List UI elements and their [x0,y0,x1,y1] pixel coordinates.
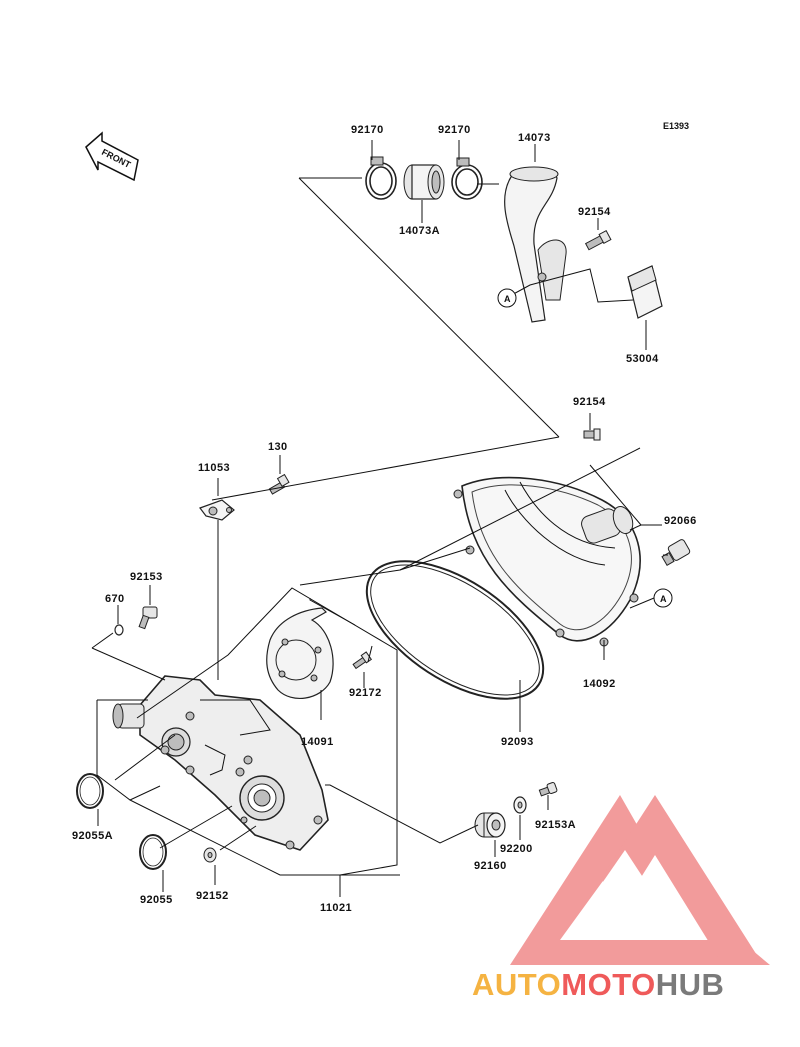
bracket-11053 [199,499,235,521]
callout-a-top: A [504,294,511,304]
callout-92055A: 92055A [72,830,113,842]
outer-cover-14092 [453,476,641,647]
diagram-code: E1393 [663,121,689,131]
watermark-text: AUTOMOTOHUB [472,967,724,1002]
washer-670 [114,624,124,636]
damper-92160 [474,812,506,838]
callout-92154-mid: 92154 [573,396,606,408]
svg-text:AUTOMOTOHUB: AUTOMOTOHUB [472,967,724,1002]
o-ring-92055 [139,834,167,870]
bolt-92154-mid [583,428,601,441]
callout-92055: 92055 [140,894,173,906]
callout-14091: 14091 [301,736,334,748]
callout-92154-top: 92154 [578,206,611,218]
duct-14073 [504,166,567,323]
callout-14092: 14092 [583,678,616,690]
callout-130: 130 [268,441,288,453]
callout-11053: 11053 [198,462,230,474]
callout-670: 670 [105,593,125,605]
gasket-92093 [365,560,545,700]
callout-92170-right: 92170 [438,124,471,136]
sleeve-14073A [403,164,445,200]
bolt-92154-top [584,230,612,251]
callout-a-right: A [660,594,667,604]
bolt-130 [268,473,290,495]
callout-92153A: 92153A [535,819,576,831]
washer-92200 [513,796,527,814]
grommet-92066 [661,539,691,567]
callout-92093: 92093 [501,736,534,748]
watermark-logo-icon [510,795,770,965]
plate-14091 [266,607,334,699]
clamp-92170-right [451,157,483,200]
callout-92200: 92200 [500,843,533,855]
watermark-auto: AUTO [472,967,561,1002]
callout-92153: 92153 [130,571,163,583]
inner-cover-11021 [112,675,329,851]
watermark-moto: MOTO [561,967,655,1002]
callout-92160: 92160 [474,860,507,872]
callout-14073: 14073 [518,132,551,144]
callout-92172: 92172 [349,687,382,699]
label-53004 [627,265,663,319]
front-arrow-icon: FRONT [85,131,139,182]
callout-14073A: 14073A [399,225,440,237]
callout-11021: 11021 [320,902,352,914]
callout-92170-left: 92170 [351,124,384,136]
callout-53004: 53004 [626,353,659,365]
watermark-hub: HUB [656,967,725,1002]
washer-92152 [203,847,217,863]
bolt-92153A [538,781,558,797]
callout-92152: 92152 [196,890,229,902]
callout-92066: 92066 [664,515,697,527]
clamp-92170-left [365,156,397,200]
bolt-92153 [138,606,158,630]
o-ring-92055A [76,773,104,809]
